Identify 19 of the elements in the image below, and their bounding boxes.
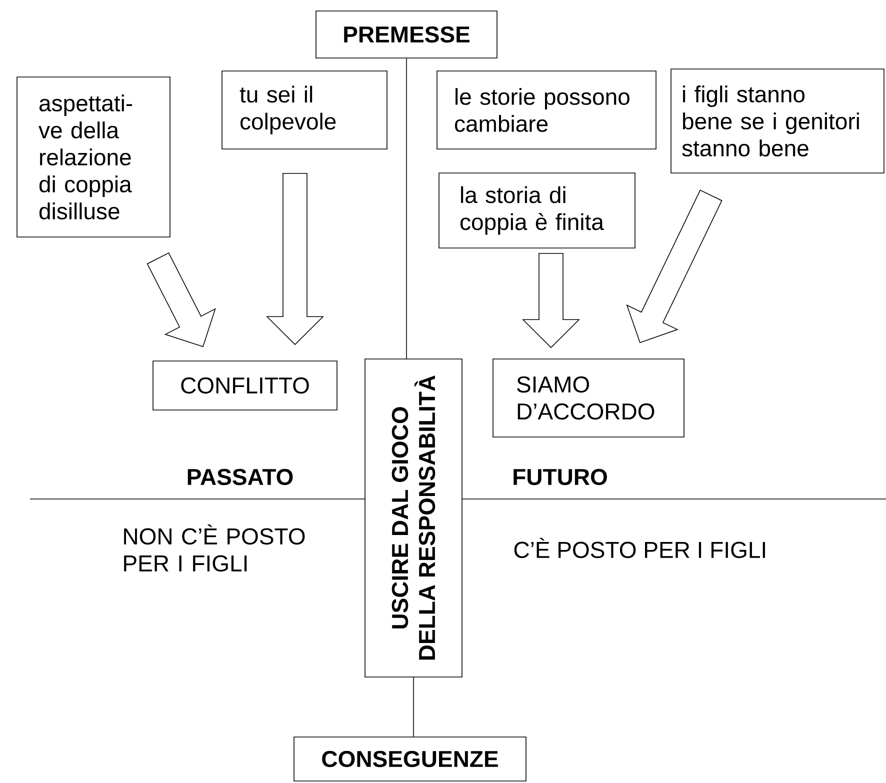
text-box: CONFLITTO [152, 360, 338, 410]
text-box: aspettati- ve della relazione di coppia disilluse [16, 76, 170, 238]
block-arrow [266, 173, 324, 346]
block-arrow [626, 190, 722, 344]
note-text: NON C’È POSTO PER I FIGLI [124, 524, 305, 572]
connector-line [406, 58, 407, 359]
text-box: le storie possono cambiare [436, 70, 656, 150]
text-box: tu sei il colpevole [222, 70, 388, 150]
text-box: SIAMO D’ACCORDO [492, 358, 684, 438]
note-text: C’È POSTO PER I FIGLI [514, 538, 765, 558]
block-arrow [522, 253, 580, 348]
connector-line [413, 677, 414, 737]
text-box: i figli stanno bene se i genitori stanno bene [670, 68, 884, 174]
section-label: PASSATO [188, 468, 293, 486]
section-label: FUTURO [514, 468, 607, 486]
text-box: la storia di coppia è finita [438, 172, 636, 248]
heading-box: PREMESSE [316, 10, 498, 58]
heading-box: CONSEGUENZE [294, 736, 526, 782]
vertical-box: USCIRE DAL GIOCO DELLA RESPONSABILITÀ [364, 358, 462, 678]
